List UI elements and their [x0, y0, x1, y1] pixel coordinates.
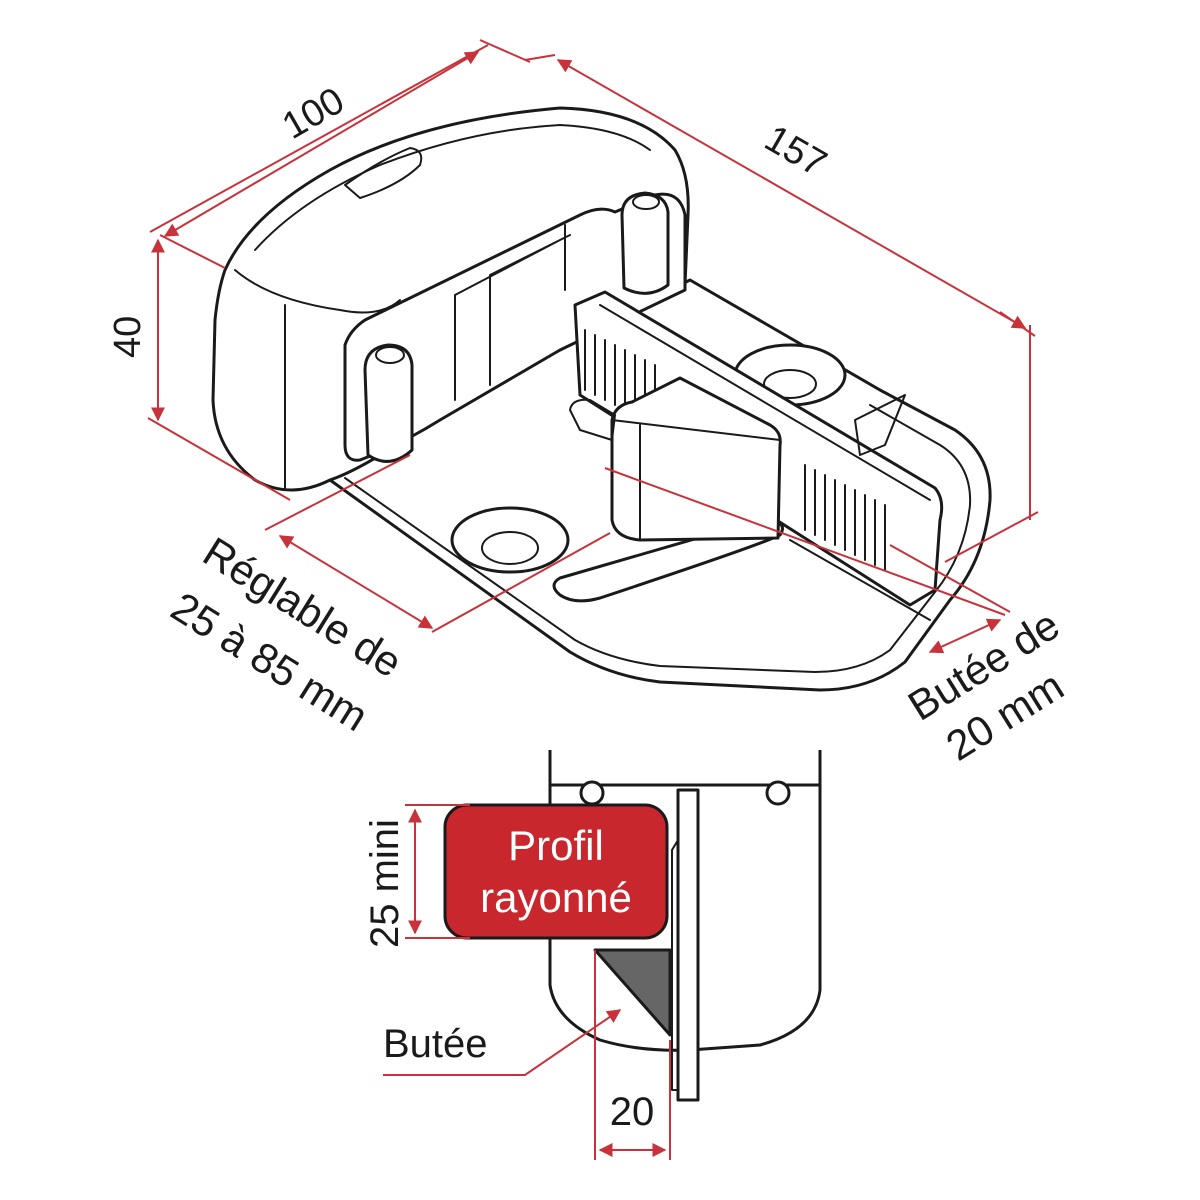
length-label: 157 [758, 117, 834, 185]
screw-left [579, 780, 605, 806]
width-label: 100 [276, 80, 352, 148]
profile-box [443, 803, 669, 940]
dimension-line [163, 51, 480, 237]
slider-rail-teeth-left [584, 329, 656, 413]
dimension-line [928, 618, 1002, 654]
slider-rail-teeth-right [804, 464, 886, 571]
stop-label: Butée [383, 1022, 488, 1066]
dimension-stop: Butée de 20 mm [604, 467, 1072, 770]
dimension-line [556, 59, 1027, 329]
stop-block-tab [569, 398, 616, 441]
extension-line [524, 54, 556, 61]
extension-line [159, 234, 226, 269]
inner-wall [454, 224, 571, 401]
screw-right [765, 780, 791, 806]
left-post [363, 343, 414, 463]
stop-size-label: 20 [610, 1090, 655, 1134]
extension-line [264, 454, 411, 531]
dimension-line [278, 535, 434, 629]
left-mounting-hole [450, 506, 570, 574]
right-fin [854, 394, 906, 456]
slider-plate-step [671, 839, 679, 1091]
stop-leader [383, 1009, 622, 1076]
extension-line [147, 417, 291, 501]
stop-wedge [593, 948, 672, 1037]
extension-line [604, 467, 1006, 616]
height-label: 40 [107, 316, 149, 358]
dimension-40: 40 [107, 238, 291, 501]
profile-line1: Profil [508, 822, 604, 869]
slider-rail-edge [599, 304, 931, 621]
extension-line [431, 532, 611, 633]
left-post-hole [375, 346, 405, 364]
extension-line [944, 511, 1039, 563]
stop-block [610, 376, 782, 542]
profile-line2: rayonné [480, 874, 632, 921]
min-height-label: 25 mini [363, 819, 407, 948]
slider-plate [676, 788, 700, 1102]
base-plate-inner [344, 404, 972, 673]
section-detail-view: Profil rayonné 25 mini Butée 20 [363, 750, 822, 1160]
extension-line [889, 544, 1011, 613]
extension-line [479, 39, 531, 63]
stop-block-face [611, 419, 781, 541]
